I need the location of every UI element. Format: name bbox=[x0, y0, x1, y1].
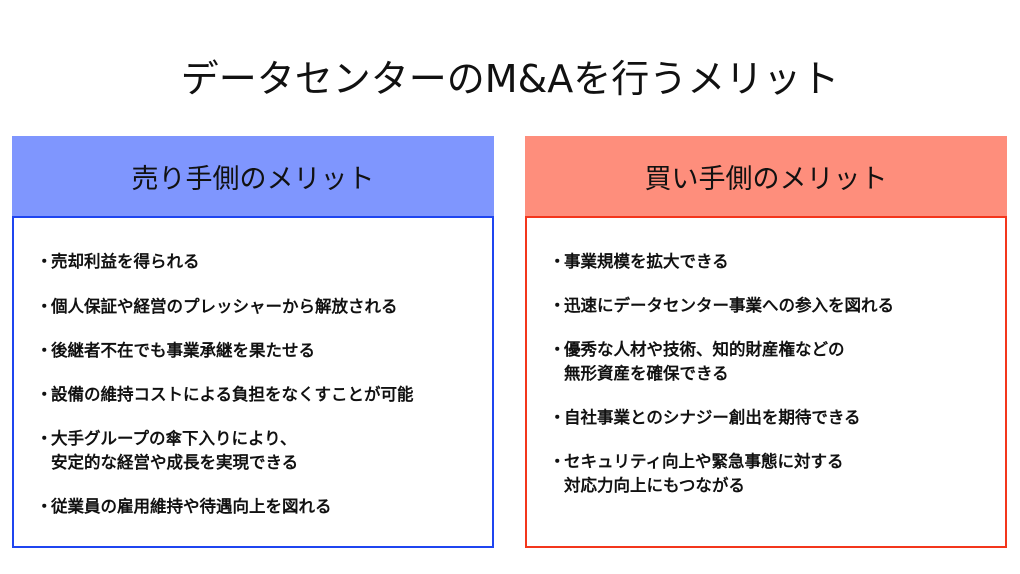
item-text: 個人保証や経営のプレッシャーから解放される bbox=[51, 297, 398, 316]
bullet-icon: ・ bbox=[549, 408, 566, 427]
bullet-icon: ・ bbox=[36, 385, 53, 404]
list-item: ・自社事業とのシナジー創出を期待できる bbox=[549, 406, 1005, 430]
buyer-merits-heading: 買い手側のメリット bbox=[525, 136, 1007, 216]
bullet-icon: ・ bbox=[549, 452, 566, 471]
list-item: ・従業員の雇用維持や待遇向上を図れる bbox=[36, 495, 492, 519]
bullet-icon: ・ bbox=[36, 429, 53, 448]
item-text-continued: 対応力向上にもつながる bbox=[564, 476, 745, 495]
list-item: ・事業規模を拡大できる bbox=[549, 250, 1005, 274]
bullet-icon: ・ bbox=[36, 297, 53, 316]
list-item: ・優秀な人材や技術、知的財産権などの無形資産を確保できる bbox=[549, 338, 1005, 386]
item-text-continued: 安定的な経営や成長を実現できる bbox=[51, 453, 299, 472]
bullet-icon: ・ bbox=[549, 340, 566, 359]
list-item: ・迅速にデータセンター事業への参入を図れる bbox=[549, 294, 1005, 318]
seller-merits-heading: 売り手側のメリット bbox=[12, 136, 494, 216]
item-text: 従業員の雇用維持や待遇向上を図れる bbox=[51, 497, 332, 516]
seller-merits-panel: 売り手側のメリット ・売却利益を得られる ・個人保証や経営のプレッシャーから解放… bbox=[12, 136, 494, 548]
page-title: データセンターのM&Aを行うメリット bbox=[180, 57, 840, 101]
item-text: 大手グループの傘下入りにより、 bbox=[51, 429, 297, 448]
item-text: 優秀な人材や技術、知的財産権などの bbox=[564, 340, 845, 359]
item-text: 事業規模を拡大できる bbox=[564, 252, 729, 271]
bullet-icon: ・ bbox=[36, 252, 53, 271]
item-text: 迅速にデータセンター事業への参入を図れる bbox=[564, 296, 894, 315]
list-item: ・設備の維持コストによる負担をなくすことが可能 bbox=[36, 383, 492, 407]
item-text: 設備の維持コストによる負担をなくすことが可能 bbox=[51, 385, 414, 404]
list-item: ・大手グループの傘下入りにより、安定的な経営や成長を実現できる bbox=[36, 427, 492, 475]
bullet-icon: ・ bbox=[549, 296, 566, 315]
item-text: 後継者不在でも事業承継を果たせる bbox=[51, 341, 315, 360]
buyer-merits-list: ・事業規模を拡大できる ・迅速にデータセンター事業への参入を図れる ・優秀な人材… bbox=[525, 216, 1007, 548]
bullet-icon: ・ bbox=[549, 252, 566, 271]
buyer-merits-panel: 買い手側のメリット ・事業規模を拡大できる ・迅速にデータセンター事業への参入を… bbox=[525, 136, 1007, 548]
item-text: 売却利益を得られる bbox=[51, 252, 200, 271]
item-text: 自社事業とのシナジー創出を期待できる bbox=[564, 408, 861, 427]
seller-merits-list: ・売却利益を得られる ・個人保証や経営のプレッシャーから解放される ・後継者不在… bbox=[12, 216, 494, 548]
list-item: ・個人保証や経営のプレッシャーから解放される bbox=[36, 295, 492, 319]
item-text: セキュリティ向上や緊急事態に対する bbox=[564, 452, 844, 471]
bullet-icon: ・ bbox=[36, 341, 53, 360]
list-item: ・売却利益を得られる bbox=[36, 250, 492, 274]
list-item: ・セキュリティ向上や緊急事態に対する対応力向上にもつながる bbox=[549, 450, 1005, 498]
item-text-continued: 無形資産を確保できる bbox=[564, 364, 729, 383]
bullet-icon: ・ bbox=[36, 497, 53, 516]
list-item: ・後継者不在でも事業承継を果たせる bbox=[36, 339, 492, 363]
